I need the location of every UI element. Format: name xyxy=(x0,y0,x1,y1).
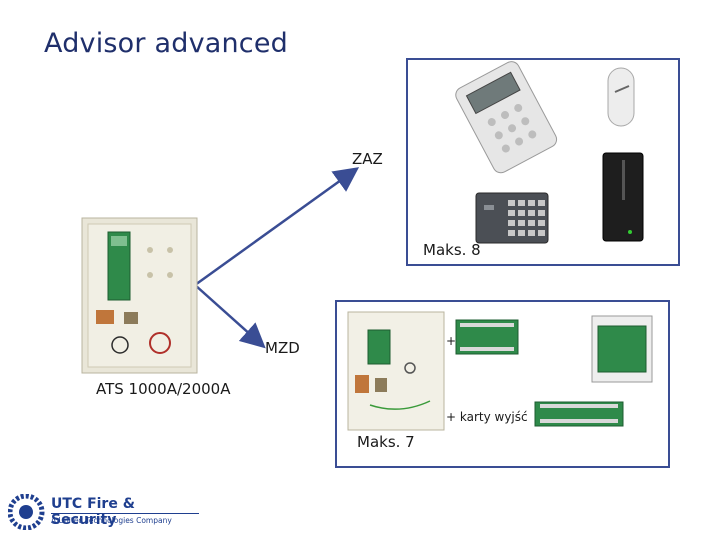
connector-arrows xyxy=(194,167,360,349)
company-logo: UTC Fire & Security A United Technologie… xyxy=(8,494,199,530)
card-reader-icon xyxy=(602,152,644,242)
expander-enclosure-icon xyxy=(347,311,445,431)
page-title: Advisor advanced xyxy=(44,28,288,59)
zaz-label: ZAZ xyxy=(352,150,383,168)
logo-name: UTC Fire & Security xyxy=(51,496,135,528)
plus-label: + xyxy=(446,334,457,348)
expander-board-icon xyxy=(455,315,653,427)
globe-icon xyxy=(8,494,45,530)
panel-model-label: ATS 1000A/2000A xyxy=(96,380,231,398)
maks8-label: Maks. 8 xyxy=(423,241,481,259)
logo-divider xyxy=(51,513,199,514)
mzd-label: MZD xyxy=(265,339,300,357)
keypad-reader-icon xyxy=(475,192,549,244)
output-cards-label: + karty wyjść xyxy=(446,410,528,424)
maks7-label: Maks. 7 xyxy=(357,433,415,451)
prox-tag-icon xyxy=(607,67,635,127)
logo-subtitle: A United Technologies Company xyxy=(51,516,172,525)
keypad-lcd-icon xyxy=(455,61,558,174)
control-panel-icon xyxy=(81,217,198,374)
